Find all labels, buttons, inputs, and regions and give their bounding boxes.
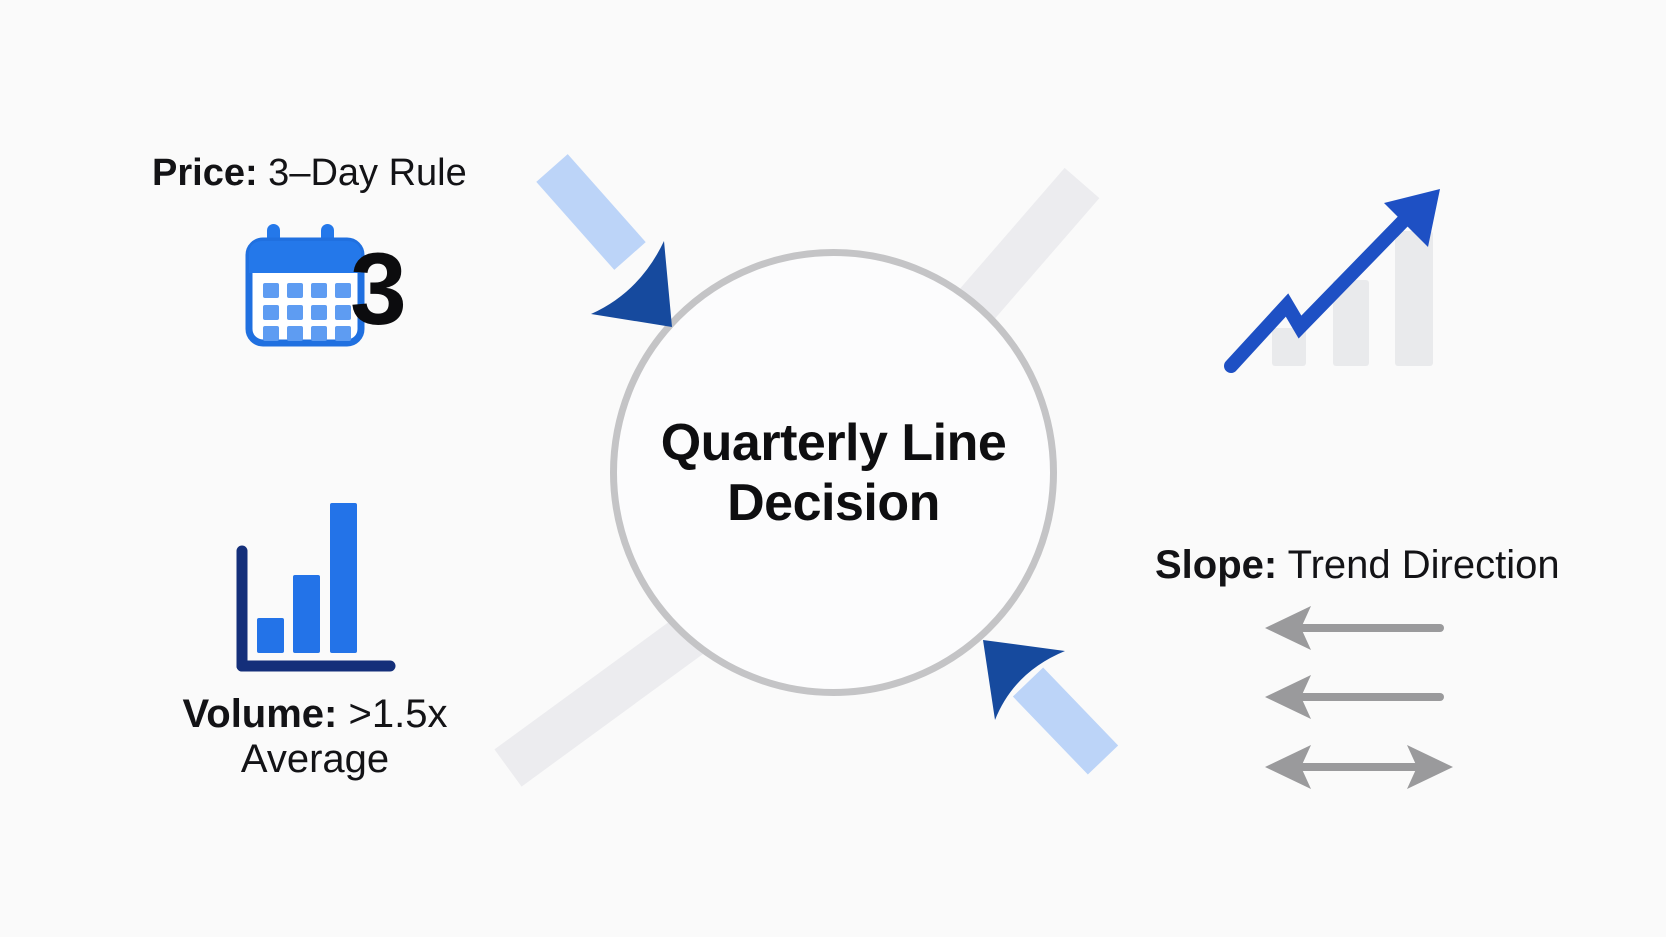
price-label-value: 3–Day Rule	[257, 152, 467, 194]
volume-label-line2: Average	[240, 737, 390, 782]
volume-label-line1: Volume: >1.5x	[120, 692, 510, 737]
inflow-arrow-bottom-right-icon	[983, 640, 1119, 775]
slope-label-value: Trend Direction	[1277, 543, 1560, 587]
center-title: Quarterly Line Decision	[661, 413, 1007, 533]
calendar-icon	[245, 224, 365, 347]
slope-arrows	[1265, 606, 1453, 789]
arrow-left-icon	[1265, 675, 1444, 719]
arrow-left-icon	[1265, 606, 1444, 650]
price-label-key: Price:	[152, 152, 258, 194]
price-rule-label: Price: 3–Day Rule	[152, 152, 467, 195]
volume-label-value: >1.5x	[337, 692, 448, 736]
center-title-line2: Decision	[727, 473, 940, 532]
center-decision-circle: Quarterly Line Decision	[610, 249, 1057, 696]
arrow-left-right-icon	[1265, 745, 1453, 789]
trend-up-arrow-icon	[1224, 189, 1440, 373]
slope-rule-label: Slope: Trend Direction	[1155, 543, 1560, 588]
gray-band-top-right	[947, 167, 1100, 334]
volume-rule-label: Volume: >1.5x Average	[120, 692, 510, 782]
gray-band-bottom-left	[494, 616, 704, 787]
volume-label-key: Volume:	[182, 692, 338, 736]
center-title-line1: Quarterly Line	[660, 413, 1007, 472]
slope-label-key: Slope:	[1155, 543, 1278, 587]
inflow-arrow-top-left-icon	[536, 154, 672, 327]
bar-chart-icon	[236, 503, 396, 672]
three-day-count: 3	[350, 232, 407, 346]
